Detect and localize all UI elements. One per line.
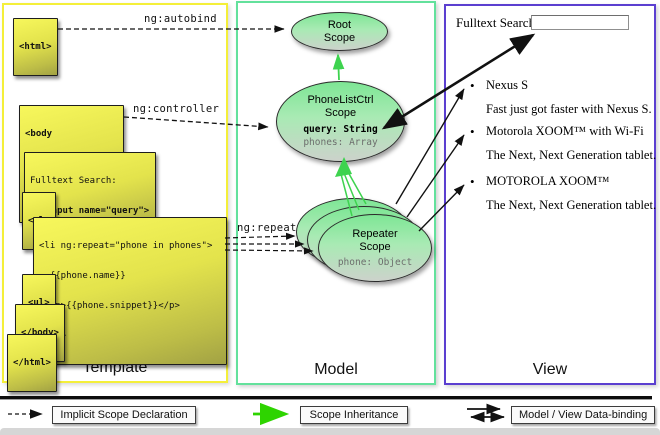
fulltext-search-input[interactable] [531, 15, 629, 30]
root-scope-ellipse: Root Scope [291, 12, 388, 51]
legend-separator-line [0, 396, 652, 400]
repeater-scope-title-1: Repeater [352, 227, 398, 240]
phonelistctrl-prop-phones: phones: Array [303, 137, 378, 148]
view-item-desc: Fast just got faster with Nexus S. [486, 102, 652, 116]
view-item-desc: The Next, Next Generation tablet. [486, 198, 657, 212]
fulltext-search-label: Fulltext Search: [456, 15, 539, 30]
phonelistctrl-scope-ellipse: PhoneListCtrl Scope query: String phones… [276, 81, 405, 162]
model-column-label: Model [314, 361, 358, 378]
view-item-desc: The Next, Next Generation tablet. [486, 148, 657, 162]
bullet-icon: • [470, 174, 475, 189]
repeater-scope-title-2: Scope [359, 240, 391, 253]
root-scope-title-1: Root [327, 18, 352, 31]
code-html-open: <html> [13, 18, 58, 76]
legend-model-view-data-binding: Model / View Data-binding [511, 406, 655, 424]
repeater-prop-phone: phone: Object [337, 256, 413, 268]
repeater-scope-ellipse-front: Repeater Scope phone: Object [318, 214, 432, 282]
view-column-label: View [532, 361, 568, 378]
view-column: View [444, 4, 656, 385]
phonelistctrl-scope-title-2: Scope [324, 107, 357, 119]
ng-controller-label: ng:controller [133, 103, 220, 115]
view-item-title: Motorola XOOM™ with Wi-Fi [486, 124, 644, 138]
phonelistctrl-prop-query: query: String [303, 124, 378, 135]
view-item-title: Nexus S [486, 78, 529, 92]
code-html-close: </html> [7, 334, 57, 392]
root-scope-title-2: Scope [323, 31, 356, 44]
legend-scope-inheritance: Scope Inheritance [300, 406, 408, 424]
window-bottom-bar [0, 428, 660, 435]
model-column: Model [236, 1, 436, 385]
view-item-title: MOTOROLA XOOM™ [486, 174, 610, 188]
ng-repeat-label: ng:repeat [237, 222, 297, 234]
ng-autobind-label: ng:autobind [144, 13, 217, 25]
bullet-icon: • [470, 124, 475, 139]
bullet-icon: • [470, 78, 475, 93]
code-li-repeat: <li ng:repeat="phone in phones"> {{phone… [33, 217, 227, 365]
phonelistctrl-scope-title-1: PhoneListCtrl [307, 94, 374, 106]
legend-implicit-scope-declaration: Implicit Scope Declaration [52, 406, 196, 424]
